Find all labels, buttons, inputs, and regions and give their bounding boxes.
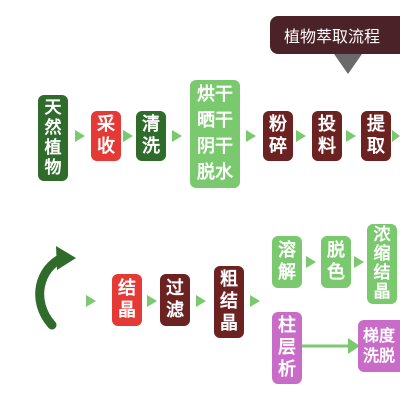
step-drying: 烘干 晒干 阴干 脱水 bbox=[190, 80, 240, 188]
title-pointer-triangle bbox=[334, 54, 362, 74]
step-concentrate-crystallize: 浓 缩 结 晶 bbox=[367, 224, 397, 304]
arrow-right-icon bbox=[123, 130, 133, 142]
step-harvest: 采 收 bbox=[91, 111, 121, 161]
step-crude-crystal: 粗 结 晶 bbox=[214, 266, 244, 338]
arrow-right-icon bbox=[147, 295, 157, 307]
arrow-right-icon bbox=[246, 130, 256, 142]
title-banner: 植物萃取流程 bbox=[270, 16, 400, 54]
arrow-right-icon bbox=[250, 295, 260, 307]
arrow-right-icon bbox=[296, 130, 306, 142]
step-natural-plant: 天 然 植 物 bbox=[38, 95, 68, 181]
step-crush: 粉 碎 bbox=[263, 111, 293, 161]
arrow-right-icon bbox=[346, 130, 356, 142]
arrow-right-icon bbox=[75, 130, 85, 142]
step-extract: 提 取 bbox=[361, 111, 391, 161]
arrow-right-icon bbox=[196, 295, 206, 307]
step-column-chromatography: 柱 层 析 bbox=[272, 312, 302, 384]
step-dissolve: 溶 解 bbox=[272, 236, 302, 288]
arrow-right-icon bbox=[86, 295, 96, 307]
arrow-right-icon bbox=[172, 130, 182, 142]
step-gradient-elution: 梯度 洗脱 bbox=[358, 320, 400, 372]
title-text: 植物萃取流程 bbox=[284, 27, 381, 46]
arrow-right-icon bbox=[392, 130, 400, 142]
arrow-right-icon bbox=[354, 256, 364, 268]
step-crystallize: 结 晶 bbox=[112, 274, 142, 326]
step-wash: 清 洗 bbox=[136, 111, 166, 161]
step-decolor: 脱 色 bbox=[321, 236, 351, 288]
arrow-right-icon bbox=[306, 256, 316, 268]
step-filter: 过 滤 bbox=[160, 274, 190, 326]
step-feed: 投 料 bbox=[312, 111, 342, 161]
